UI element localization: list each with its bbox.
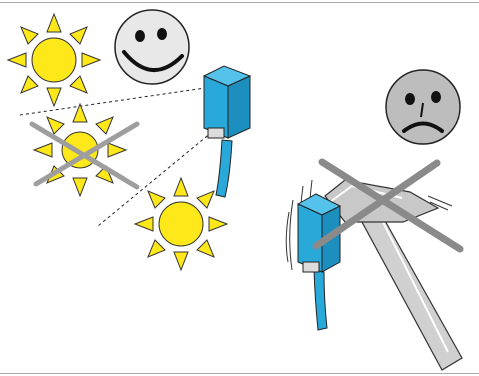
- sensor-icon: [285, 193, 342, 331]
- cross-icon: [29, 121, 140, 190]
- cross-icon: [312, 158, 464, 253]
- top-divider: [0, 2, 479, 3]
- sad-face-icon: [385, 69, 461, 145]
- sun-icon: [7, 13, 101, 107]
- smiley-face-icon: [114, 9, 190, 85]
- detection-lines: [19, 87, 213, 227]
- sensor-icon: [202, 65, 252, 198]
- bottom-divider: [0, 373, 479, 374]
- sun-icon: [134, 177, 228, 271]
